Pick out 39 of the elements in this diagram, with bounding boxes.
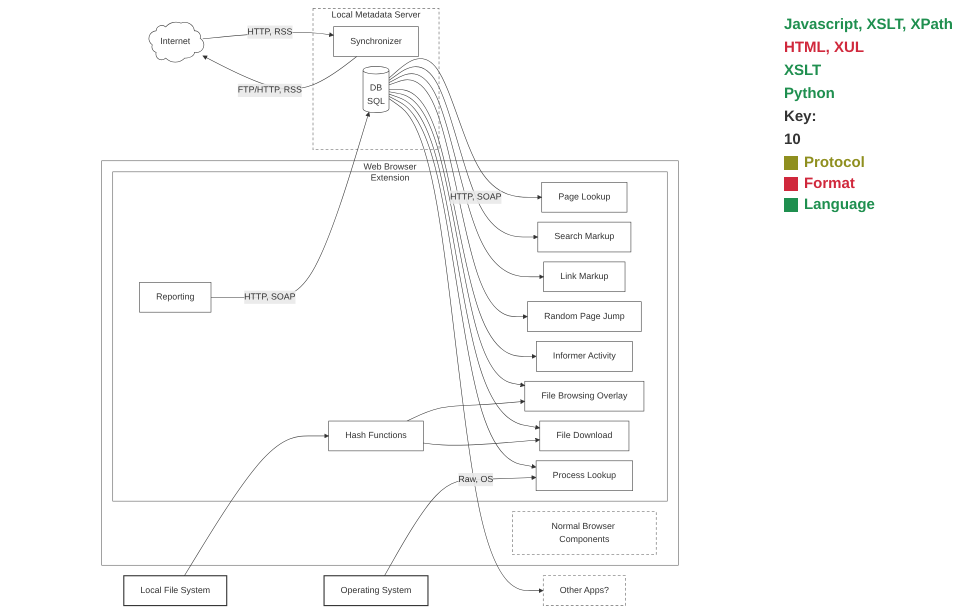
note-text: 10 xyxy=(784,131,802,148)
note-text: HTML, XUL xyxy=(784,39,865,56)
arrow xyxy=(388,73,544,280)
arrow xyxy=(423,438,540,446)
node-box: Process Lookup xyxy=(536,460,633,491)
node-box: Link Markup xyxy=(543,262,626,292)
node-box: Hash Functions xyxy=(328,420,424,452)
legend-label: Language xyxy=(804,196,875,213)
arrow xyxy=(406,399,526,422)
edge-label: Raw, OS xyxy=(458,474,494,484)
node-box: Informer Activity xyxy=(536,341,633,372)
note-text: XSLT xyxy=(784,62,822,79)
node-box: Random Page Jump xyxy=(527,301,642,332)
edge-label: HTTP, SOAP xyxy=(450,192,502,202)
note-text: Key: xyxy=(784,108,818,125)
edge-label: FTP/HTTP, RSS xyxy=(238,85,302,95)
node-box: Page Lookup xyxy=(541,182,628,212)
node-box: Operating System xyxy=(324,575,429,606)
node-box: Synchronizer xyxy=(333,26,419,57)
arrow xyxy=(388,98,544,594)
node-box: File Browsing Overlay xyxy=(524,380,644,412)
node-box: File Download xyxy=(540,420,630,452)
arrow xyxy=(184,434,329,576)
edge-label: HTTP, RSS xyxy=(247,27,292,37)
node-box: Reporting xyxy=(139,282,212,312)
arrow xyxy=(388,58,542,200)
node-box: Local File System xyxy=(123,575,228,606)
node-box: Search Markup xyxy=(538,222,632,252)
node-box: Other Apps? xyxy=(542,575,626,606)
note-text: Javascript, XSLT, XPath xyxy=(784,16,954,33)
legend-label: Protocol xyxy=(804,154,865,171)
arrow xyxy=(388,92,526,388)
node-box: Normal Browser Components xyxy=(512,511,656,556)
arrow xyxy=(388,80,528,320)
legend-label: Format xyxy=(804,175,855,192)
edge-label: HTTP, SOAP xyxy=(244,292,296,302)
arrow xyxy=(388,89,537,359)
arrow xyxy=(388,66,538,240)
note-text: Python xyxy=(784,85,836,102)
